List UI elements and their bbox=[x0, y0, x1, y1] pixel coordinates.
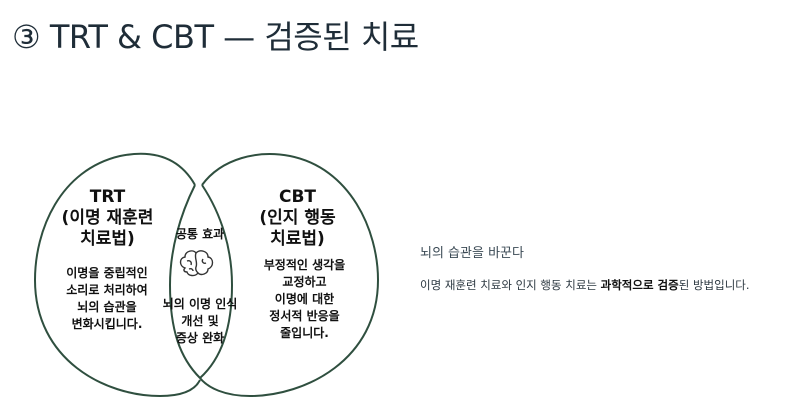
cbt-title-line: 치료법) bbox=[270, 229, 325, 249]
page-title: ③ TRT & CBT — 검증된 치료 bbox=[12, 18, 419, 56]
trt-title-line: 치료법) bbox=[80, 229, 135, 249]
cbt-circle bbox=[199, 153, 380, 398]
common-desc-line: 뇌의 이명 인식 bbox=[162, 297, 238, 311]
common-desc-line: 증상 완화 bbox=[175, 331, 225, 345]
section-subtitle: 뇌의 습관을 바꾼다 bbox=[420, 246, 524, 261]
brain-icon bbox=[179, 250, 214, 277]
common-effect-title: 공통 효과 bbox=[175, 227, 225, 241]
cbt-desc-line: 정서적 반응을 bbox=[269, 309, 340, 323]
trt-desc-line: 소리로 처리하여 bbox=[66, 283, 148, 297]
trt-title-line: (이명 재훈련 bbox=[61, 208, 154, 228]
cbt-desc-line: 이명에 대한 bbox=[274, 292, 335, 306]
trt-title: TRT (이명 재훈련 치료법) bbox=[50, 187, 165, 250]
cbt-title-line: CBT bbox=[278, 187, 317, 207]
cbt-desc-line: 줄입니다. bbox=[280, 326, 329, 340]
common-desc-line: 개선 및 bbox=[181, 314, 219, 328]
overlap-right-arc bbox=[199, 184, 234, 379]
overlap-left-arc bbox=[168, 184, 201, 379]
section-body-text: 이명 재훈련 치료와 인지 행동 치료는 과학적으로 검증된 방법입니다. bbox=[420, 275, 790, 296]
cbt-title-line: (인지 행동 bbox=[259, 208, 336, 228]
trt-circle bbox=[33, 152, 201, 398]
body-text-emphasis: 과학적으로 검증 bbox=[600, 278, 679, 292]
body-text-start: 이명 재훈련 치료와 인지 행동 치료는 bbox=[420, 278, 601, 292]
cbt-desc-line: 교정하고 bbox=[282, 275, 327, 289]
cbt-desc-line: 부정적인 생각을 bbox=[263, 258, 346, 272]
trt-desc-line: 변화시킵니다. bbox=[71, 317, 143, 331]
trt-description: 이명을 중립적인 소리로 처리하여 뇌의 습관을 변화시킵니다. bbox=[42, 265, 172, 333]
cbt-description: 부정적인 생각을 교정하고 이명에 대한 정서적 반응을 줄입니다. bbox=[242, 257, 367, 342]
trt-title-line: TRT bbox=[89, 187, 126, 207]
body-text-end: 된 방법입니다. bbox=[678, 278, 750, 292]
trt-desc-line: 뇌의 습관을 bbox=[77, 300, 137, 314]
common-effect-description: 뇌의 이명 인식 개선 및 증상 완화 bbox=[150, 296, 250, 347]
cbt-title: CBT (인지 행동 치료법) bbox=[240, 187, 355, 250]
trt-desc-line: 이명을 중립적인 bbox=[66, 266, 148, 280]
